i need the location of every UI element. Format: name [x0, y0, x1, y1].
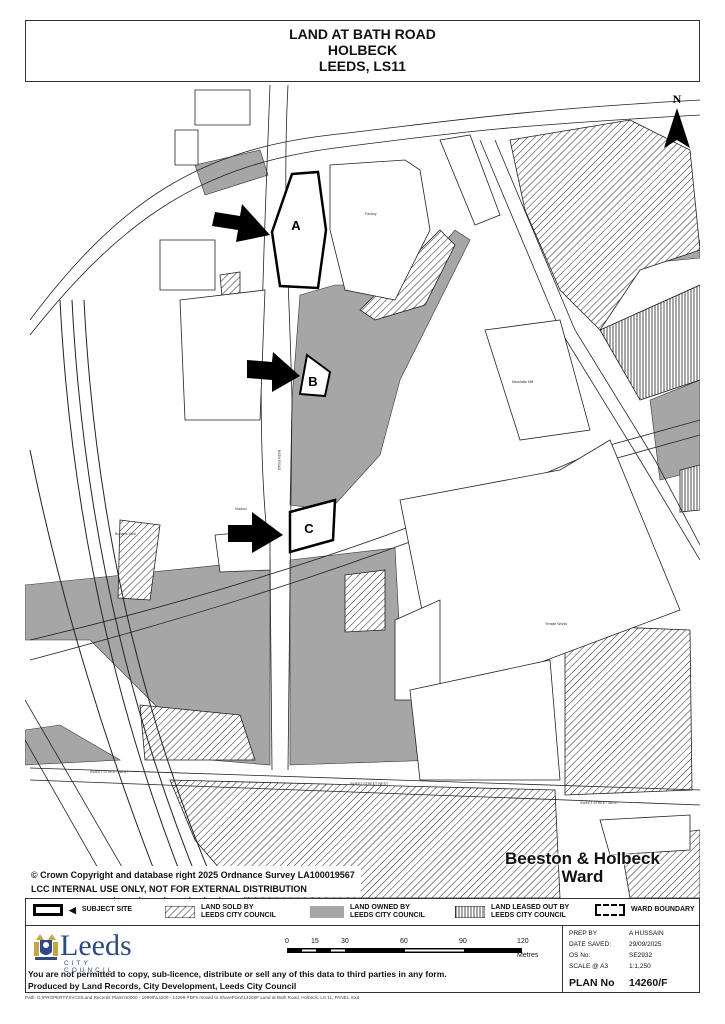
scale-tick: 120 — [517, 938, 529, 945]
site-c-boundary — [288, 498, 337, 554]
scale-bar: 0 15 30 60 90 120 Metres — [285, 938, 545, 968]
leeds-logo: Leeds CITY COUNCIL — [32, 929, 132, 974]
copyright-text: © Crown Copyright and database right 202… — [31, 870, 355, 880]
title-line-1: LAND AT BATH ROAD — [289, 26, 436, 42]
legend-leased-line-1: LAND LEASED OUT BY — [491, 904, 570, 911]
legend-sold-line-1: LAND SOLD BY — [201, 904, 254, 911]
ward-name: Beeston & Holbeck — [505, 849, 660, 868]
site-b-label: B — [308, 374, 317, 389]
ward-suffix: Ward — [561, 867, 604, 886]
ward-label: Beeston & Holbeck Ward — [505, 850, 660, 886]
legend-subject-site-label: SUBJECT SITE — [81, 906, 133, 913]
legend-ward-boundary-label: WARD BOUNDARY — [631, 906, 695, 913]
legend-sold-line-2: LEEDS CITY COUNCIL — [201, 912, 276, 919]
plan-metadata: PREP BY A HUSSAIN DATE SAVED: 29/09/2025 O… — [562, 926, 701, 993]
notice-line-2: Produced by Land Records, City Developme… — [28, 981, 297, 991]
land-leased-areas — [599, 284, 700, 513]
label-temple-works: Temple Works — [545, 622, 567, 626]
ward-boundary-swatch — [595, 904, 625, 916]
logo-wordmark: Leeds — [60, 929, 132, 962]
grey-swatch — [310, 906, 344, 918]
legend-owned-line-1: LAND OWNED BY — [350, 904, 410, 911]
scale-value: 1:1,250 — [629, 963, 651, 970]
prep-by-value: A HUSSAIN — [629, 930, 664, 937]
legend-leased-line-2: LEEDS CITY COUNCIL — [491, 912, 566, 919]
arrow-icon — [212, 204, 270, 242]
legend-owned-line-2: LEEDS CITY COUNCIL — [350, 912, 425, 919]
scale-tick: 15 — [311, 938, 319, 945]
label-sweet-street-west: SWEET STREET WEST — [350, 782, 389, 786]
scale-unit: Metres — [517, 952, 539, 959]
scale-tick: 30 — [341, 938, 349, 945]
plan-number-label: PLAN No — [569, 977, 615, 989]
plan-title: LAND AT BATH ROAD HOLBECK LEEDS, LS11 — [25, 20, 700, 82]
file-path: Path: G:\PROPERTYSVCS\Land Records Plans… — [25, 995, 360, 1000]
scale-tick: 60 — [400, 938, 408, 945]
site-b-boundary — [298, 353, 332, 398]
arrow-icon — [228, 512, 283, 553]
info-panel: Leeds CITY COUNCIL 0 15 30 60 90 120 Met… — [25, 926, 700, 993]
north-arrow-icon — [664, 108, 690, 148]
subject-sites — [270, 170, 337, 554]
logo-subtitle: CITY COUNCIL — [64, 960, 115, 974]
os-number-value: SE2932 — [629, 952, 653, 959]
legend-subject-site: ◀ SUBJECT SITE — [33, 904, 132, 916]
plan-number-value: 14260/F — [629, 977, 668, 989]
subject-site-swatch — [33, 904, 63, 916]
arrow-icon — [247, 352, 300, 392]
title-line-2: HOLBECK — [327, 42, 398, 58]
notice-line-1: You are not permitted to copy, sub-licen… — [28, 969, 447, 979]
label-sweet-street-west: SWEET STREET WEST — [580, 801, 619, 805]
distribution-text: LCC INTERNAL USE ONLY, NOT FOR EXTERNAL … — [31, 884, 307, 894]
label-factory: Factory — [365, 212, 377, 216]
copyright-box: © Crown Copyright and database right 202… — [27, 866, 361, 897]
hatch-swatch — [165, 906, 195, 918]
site-a-label: A — [291, 218, 301, 233]
buildings — [159, 89, 691, 856]
site-c-label: C — [304, 521, 314, 536]
site-map: A B C N Marshalls Mill Temple Works SWEE… — [25, 82, 700, 898]
label-marshalls-mill: Marshalls Mill — [512, 380, 533, 384]
site-arrows — [212, 204, 300, 553]
stripe-swatch — [455, 906, 485, 918]
date-saved-label: DATE SAVED: — [569, 941, 612, 948]
arrow-left-icon: ◀ — [69, 905, 76, 915]
notice: You are not permitted to copy, sub-licen… — [28, 968, 447, 992]
prep-by-label: PREP BY — [569, 930, 598, 937]
legend-ward-boundary: WARD BOUNDARY — [595, 904, 695, 916]
date-saved-value: 29/09/2025 — [629, 941, 662, 948]
scale-label: SCALE @ A3 — [569, 963, 609, 970]
scale-tick: 90 — [459, 938, 467, 945]
north-arrow: N — [664, 92, 690, 148]
north-label: N — [673, 92, 682, 106]
label-viaduct: Viaduct — [235, 507, 247, 511]
title-line-3: LEEDS, LS11 — [318, 58, 407, 74]
label-sweet-street-west: SWEET STREET WEST — [90, 770, 129, 774]
scale-tick: 0 — [285, 938, 289, 945]
label-bath-road: BATH ROAD — [277, 450, 281, 471]
coat-of-arms-icon — [34, 934, 58, 960]
os-number-label: OS No: — [569, 952, 591, 959]
scale-bar-graphic — [287, 948, 522, 953]
label-builders-yard: Builders Yard — [115, 532, 136, 536]
site-a-boundary — [270, 170, 328, 290]
